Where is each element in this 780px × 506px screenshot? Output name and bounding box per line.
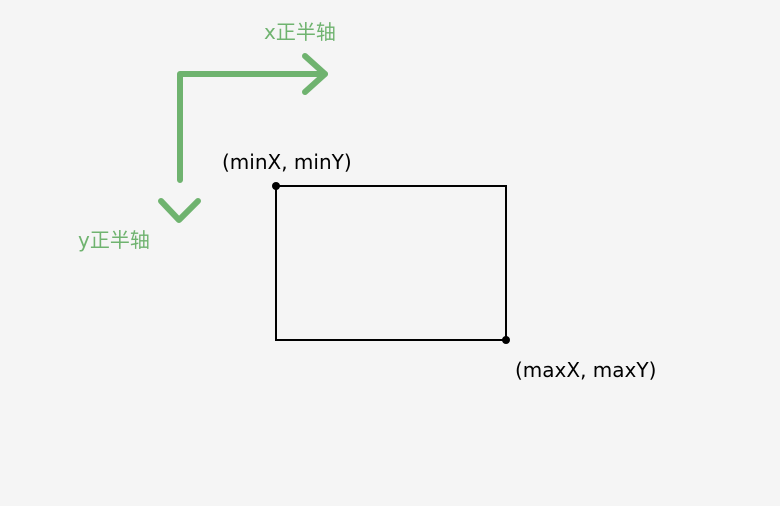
y-axis-label: y正半轴 — [78, 228, 150, 252]
axes-group — [158, 53, 328, 223]
x-axis-label: x正半轴 — [264, 20, 336, 44]
bounding-rectangle — [275, 185, 507, 341]
x-axis-line — [177, 71, 328, 183]
bottom-right-point — [502, 336, 510, 344]
top-left-coordinate-label: (minX, minY) — [222, 150, 352, 174]
bottom-right-coordinate-label: (maxX, maxY) — [515, 358, 657, 382]
x-axis-arrow-icon — [302, 53, 328, 95]
y-axis-arrow-icon — [158, 198, 201, 223]
rectangle-group — [272, 182, 510, 344]
top-left-point — [272, 182, 280, 190]
